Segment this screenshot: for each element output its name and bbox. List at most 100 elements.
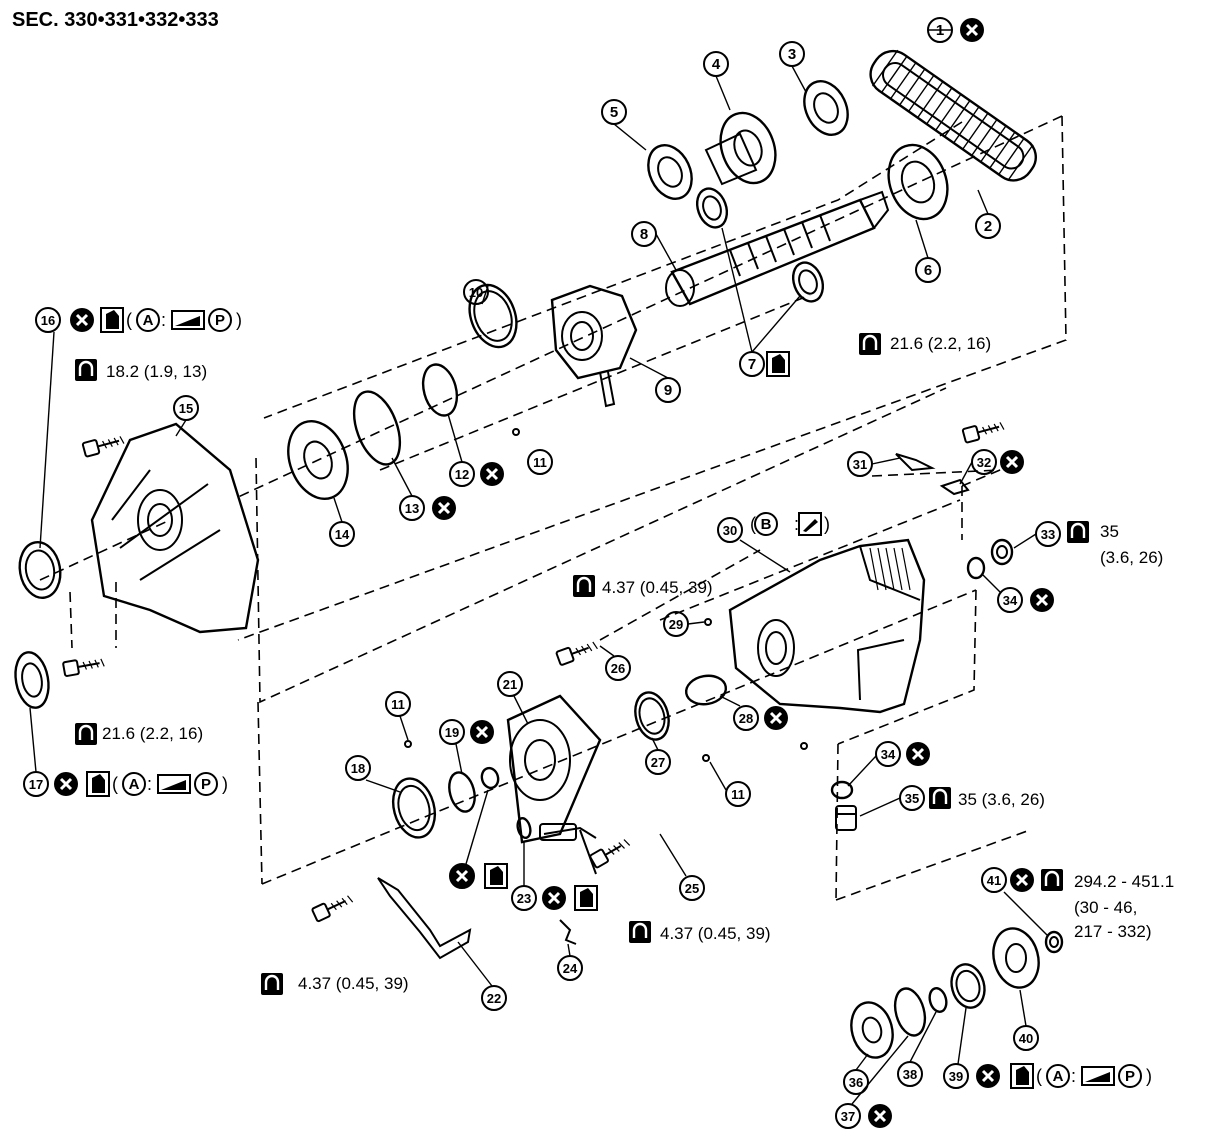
callout-4: 4 <box>703 51 729 77</box>
x-icon-41 <box>1010 868 1034 892</box>
bearing-3-art <box>803 80 849 136</box>
drive-sprocket-hub-art <box>704 132 758 186</box>
svg-text:32: 32 <box>977 455 991 470</box>
svg-text:P: P <box>201 776 211 793</box>
leader-line-9 <box>655 233 677 271</box>
svg-text:25: 25 <box>685 881 699 896</box>
bolt-26-art <box>555 641 598 666</box>
svg-text:P: P <box>215 312 225 329</box>
bearing-14-art <box>287 420 349 500</box>
washer-34-upper-art <box>966 556 986 580</box>
leader-line-32 <box>959 461 973 485</box>
callout-24: 24 <box>557 955 583 981</box>
svg-text:21: 21 <box>503 677 517 692</box>
svg-text:16: 16 <box>41 313 55 328</box>
svg-text:11: 11 <box>391 697 405 712</box>
spec-marks: (A:P)B(:)(A:P)(A:P) <box>54 18 1152 1128</box>
callout-13: 13 <box>399 495 425 521</box>
check-ball-3-art <box>702 754 710 762</box>
svg-text:11: 11 <box>533 455 547 470</box>
callout-11: 11 <box>527 449 553 475</box>
spacer-38-art <box>928 987 948 1013</box>
check-ball-2-art <box>404 740 412 748</box>
plug-33-art <box>990 538 1014 566</box>
callout-33: 33 <box>1035 521 1061 547</box>
callout-18: 18 <box>345 755 371 781</box>
callout-23: 23 <box>511 885 537 911</box>
spec-39-paren-close: ) <box>1146 1066 1152 1086</box>
bracket-31-art <box>895 453 936 472</box>
leader-line-26 <box>599 645 615 657</box>
x-icon-13 <box>432 496 456 520</box>
svg-text:A: A <box>143 312 154 329</box>
svg-text:6: 6 <box>924 262 932 279</box>
callout-37: 37 <box>835 1103 861 1129</box>
svg-text:A: A <box>1053 1068 1064 1085</box>
oil-seal-18-art <box>391 777 437 839</box>
leader-line-40 <box>851 1035 909 1105</box>
spec-39-paren-open: ( <box>1036 1066 1042 1086</box>
x-icon-39 <box>976 1064 1000 1088</box>
companion-flange-art <box>992 927 1040 989</box>
svg-text:26: 26 <box>611 661 625 676</box>
nut-41-art <box>1044 930 1064 954</box>
leader-line-18 <box>365 779 401 793</box>
callout-2: 2 <box>975 213 1001 239</box>
x-icon-28 <box>764 706 788 730</box>
torque-spec-3: 4.37 (0.45, 39) <box>602 578 713 597</box>
leader-line-21 <box>513 695 529 725</box>
rear-case-art <box>728 538 926 714</box>
leader-line-28 <box>719 695 741 707</box>
leader-line-13 <box>391 457 413 497</box>
svg-text:10: 10 <box>469 285 483 300</box>
callout-16: 16 <box>35 307 61 333</box>
spec-39-colon: : <box>1071 1066 1076 1086</box>
oil-seal-16-art <box>18 541 62 599</box>
callout-26: 26 <box>605 655 631 681</box>
leader-line-4 <box>715 75 731 111</box>
grease-icon-16 <box>100 307 124 333</box>
x-icon-34b <box>906 742 930 766</box>
callout-19: 19 <box>439 719 465 745</box>
leader-line-5 <box>613 123 647 151</box>
washer-34-lower-art <box>830 780 854 800</box>
bearing-36-art <box>850 1001 894 1059</box>
svg-text:41: 41 <box>987 873 1001 888</box>
leader-line-29 <box>687 621 705 625</box>
leader-line-31 <box>871 457 901 465</box>
snap-ring-37-art <box>893 987 927 1037</box>
torque-spec-8: 4.37 (0.45, 39) <box>660 924 771 943</box>
callout-38: 38 <box>897 1061 923 1087</box>
sealant-icon-30 <box>798 512 822 536</box>
svg-text:33: 33 <box>1041 527 1055 542</box>
bracket-22-art <box>377 877 472 960</box>
callout-31: 31 <box>847 451 873 477</box>
leader-line-44 <box>1003 891 1049 937</box>
bolt-22-art <box>311 895 354 923</box>
callout-14: 14 <box>329 521 355 547</box>
leader-line-34 <box>981 573 1001 593</box>
callout-34: 34 <box>997 587 1023 613</box>
leader-line-36 <box>399 715 409 741</box>
bearing-5-art <box>647 144 693 200</box>
x-icon-23 <box>542 886 566 910</box>
svg-text:P: P <box>1125 1068 1135 1085</box>
oil-pump-art <box>550 284 638 408</box>
axis-line-15 <box>379 294 811 471</box>
part-callouts: 1234567891011121314151617181920212223242… <box>23 17 1061 1129</box>
axis-line-14 <box>39 519 171 581</box>
mainshaft-art <box>665 190 890 307</box>
callout-7: 7 <box>739 351 765 377</box>
svg-text:31: 31 <box>853 457 867 472</box>
leader-line-7 <box>721 227 753 353</box>
bolt-15-lower-art <box>62 658 105 677</box>
callout-11b: 11 <box>725 781 751 807</box>
svg-text:39: 39 <box>949 1069 963 1084</box>
spec-16-paren-close: ) <box>236 310 242 330</box>
torque-spec-5: (3.6, 26) <box>1100 548 1164 567</box>
spec-39-letter-p: P <box>1118 1064 1142 1088</box>
leader-line-41 <box>909 1011 937 1063</box>
leader-line-20 <box>465 789 489 865</box>
snap-ring-13-art <box>352 390 402 466</box>
